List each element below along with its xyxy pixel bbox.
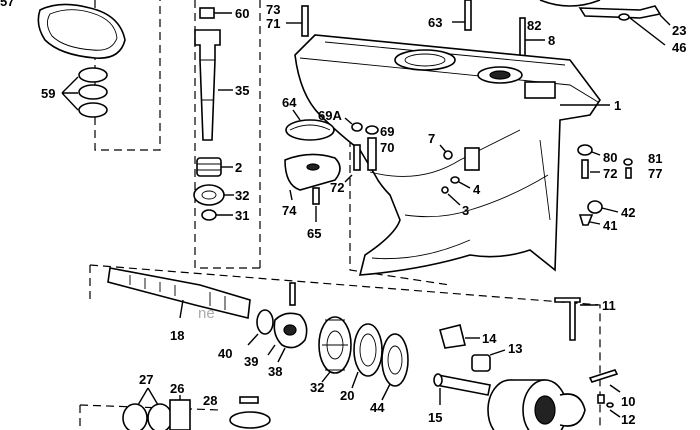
nut-60 (199, 7, 232, 19)
gear-32-lower (318, 316, 352, 383)
callout-69: 69 (380, 124, 394, 139)
plate-74 (284, 153, 341, 201)
ring-40 (247, 309, 274, 346)
seal-69a (344, 117, 363, 132)
bolt-65 (312, 187, 320, 222)
callout-31: 31 (235, 208, 249, 223)
callout-65: 65 (307, 226, 321, 241)
callout-77: 77 (648, 166, 662, 181)
screw-3 (441, 186, 461, 206)
callout-32-upper: 32 (235, 188, 249, 203)
callout-23: 23 (672, 23, 686, 38)
washer-4 (450, 176, 471, 189)
bearing-housing (487, 379, 586, 430)
callout-32-lower: 32 (310, 380, 324, 395)
bracket-14 (439, 324, 480, 349)
callout-10: 10 (621, 394, 635, 409)
watermark-text: ne (198, 305, 215, 322)
detent-13 (471, 349, 506, 372)
washer-31 (201, 209, 233, 221)
callout-38: 38 (268, 364, 282, 379)
callout-28: 28 (203, 393, 217, 408)
callout-60: 60 (235, 6, 249, 21)
callout-27: 27 (139, 372, 153, 387)
callout-64: 64 (282, 95, 297, 110)
callout-13: 13 (508, 341, 522, 356)
callout-35: 35 (235, 83, 249, 98)
callout-57: 57 (0, 0, 14, 9)
callout-72-right: 72 (603, 166, 617, 181)
screw-70 (367, 137, 377, 171)
lever-11 (554, 297, 598, 341)
callout-3: 3 (462, 203, 469, 218)
screw-72-right (581, 159, 600, 179)
screw-12 (597, 394, 621, 418)
screw-7 (439, 144, 453, 160)
shaft-15 (433, 373, 491, 405)
callout-80: 80 (603, 150, 617, 165)
callout-82: 82 (527, 18, 541, 33)
seals-27 (122, 387, 173, 430)
callout-44: 44 (370, 400, 385, 415)
housing-26 (169, 395, 191, 430)
pin-39 (289, 282, 296, 306)
washer-20 (351, 323, 383, 389)
linkage-23-46 (578, 5, 671, 46)
propeller-shaft-18 (107, 267, 251, 319)
callout-26: 26 (170, 381, 184, 396)
callout-74: 74 (282, 203, 297, 218)
drive-shaft-35 (194, 29, 233, 141)
callout-7: 7 (428, 131, 435, 146)
washer-69 (365, 125, 379, 135)
callout-39: 39 (244, 354, 258, 369)
callout-18: 18 (170, 328, 184, 343)
callout-40: 40 (218, 346, 232, 361)
gasket-57 (37, 3, 126, 59)
callout-69a: 69A (318, 108, 342, 123)
callout-70: 70 (380, 140, 394, 155)
callout-73: 73 (266, 2, 280, 17)
bolt-71 (286, 5, 309, 37)
bearing-2 (196, 157, 233, 177)
callout-8: 8 (548, 33, 555, 48)
callout-59: 59 (41, 86, 55, 101)
callout-14: 14 (482, 331, 497, 346)
callout-42: 42 (621, 205, 635, 220)
callout-15: 15 (428, 410, 442, 425)
assembly-boundaries (79, 0, 601, 430)
callout-41: 41 (603, 218, 617, 233)
callout-81: 81 (648, 151, 662, 166)
plug-41 (578, 214, 601, 226)
callout-11: 11 (602, 298, 616, 313)
ring-28 (229, 396, 271, 429)
screw-77 (625, 167, 632, 179)
callout-46: 46 (672, 40, 686, 55)
stud-63 (452, 0, 472, 31)
callout-4: 4 (473, 182, 481, 197)
washer-81 (623, 158, 633, 166)
cover-82 (539, 0, 601, 7)
callout-20: 20 (340, 388, 354, 403)
callout-1: 1 (614, 98, 621, 113)
clutch-dog-38 (267, 312, 308, 363)
callout-71: 71 (266, 16, 280, 31)
callout-72-center: 72 (330, 180, 344, 195)
washer-44 (381, 333, 409, 401)
screw-72 (344, 144, 361, 183)
callout-2: 2 (235, 160, 242, 175)
gear-32-upper (193, 184, 234, 206)
callout-labels: 57 59 60 35 2 32 31 73 71 63 82 8 23 46 … (0, 0, 686, 427)
callout-63: 63 (428, 15, 442, 30)
plug-42 (587, 200, 619, 214)
o-rings-59 (61, 67, 108, 118)
pin-10 (588, 369, 621, 393)
plate-64 (285, 109, 335, 141)
plug-80 (577, 144, 601, 156)
callout-12: 12 (621, 412, 635, 427)
